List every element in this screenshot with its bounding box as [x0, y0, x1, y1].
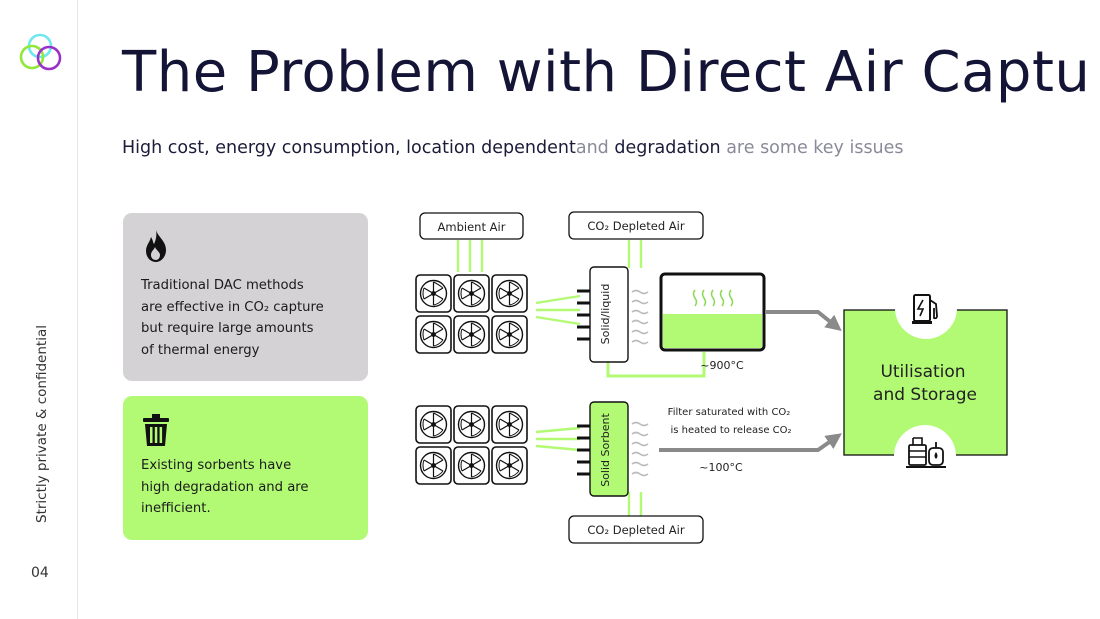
- confidential-label: Strictly private & confidential: [34, 325, 50, 523]
- card-thermal-energy: Traditional DAC methods are effective in…: [123, 213, 368, 381]
- logo-icon: [19, 33, 62, 71]
- airflow-lines-bottom: [535, 426, 643, 518]
- svg-text:Solid/liquid: Solid/liquid: [599, 284, 612, 345]
- flow-arrows: [659, 310, 842, 452]
- filter-note-line-2: is heated to release CO₂: [670, 425, 791, 436]
- card-thermal-line: Traditional DAC methods: [141, 278, 304, 293]
- page-subtitle: High cost, energy consumption, location …: [122, 138, 904, 158]
- svg-text:CO₂ Depleted Air: CO₂ Depleted Air: [587, 523, 684, 537]
- fan-array-bottom: [415, 405, 528, 485]
- co2-depleted-bottom-label: CO₂ Depleted Air: [568, 515, 704, 544]
- furnace-tank: [659, 272, 766, 352]
- co2-depleted-top-label: CO₂ Depleted Air: [568, 211, 704, 240]
- comb-connector-bottom: [577, 424, 591, 476]
- solid-liquid-panel: Solid/liquid: [589, 266, 629, 363]
- comb-connector-top: [577, 289, 591, 341]
- subtitle-part-2: and: [575, 138, 609, 158]
- svg-text:and Storage: and Storage: [873, 385, 977, 405]
- storage-tanks-icon: [894, 425, 956, 487]
- subtitle-part-3: degradation: [608, 138, 721, 158]
- heat-waves-bottom: [631, 421, 649, 477]
- fuel-pump-icon: [895, 277, 957, 339]
- subtitle-part-1: High cost, energy consumption, location …: [122, 138, 576, 158]
- svg-text:Ambient Air: Ambient Air: [438, 220, 506, 234]
- card-thermal-line: are effective in CO₂ capture: [141, 299, 324, 315]
- solid-sorbent-panel: Solid Sorbent: [589, 401, 629, 497]
- card-thermal-line: but require large amounts: [141, 321, 314, 336]
- card-degradation: Existing sorbents have high degradation …: [123, 396, 368, 540]
- card-degradation-line: inefficient.: [141, 501, 211, 516]
- sidebar: Strictly private & confidential 04: [0, 0, 78, 619]
- svg-text:CO₂ Depleted Air: CO₂ Depleted Air: [587, 219, 684, 233]
- temp-low-label: ~100°C: [699, 461, 743, 474]
- trash-icon: [143, 414, 169, 446]
- page-title: The Problem with Direct Air Captu: [122, 40, 1091, 105]
- card-degradation-line: high degradation and are: [141, 479, 309, 495]
- dac-process-diagram: Ambient Air CO₂ Depleted Air CO₂ Deplete…: [415, 211, 1008, 544]
- svg-text:Utilisation: Utilisation: [880, 362, 965, 382]
- fan-array-top: [415, 274, 528, 354]
- temp-high-label: ~900°C: [700, 359, 744, 372]
- heat-waves-top: [631, 289, 649, 345]
- airflow-lines-top: [456, 240, 706, 378]
- subtitle-part-4: are some key issues: [726, 138, 904, 158]
- page-number: 04: [31, 565, 49, 581]
- ambient-air-label: Ambient Air: [419, 212, 524, 240]
- svg-text:Solid Sorbent: Solid Sorbent: [599, 413, 612, 487]
- card-thermal-line: of thermal energy: [141, 342, 260, 358]
- filter-note-line-1: Filter saturated with CO₂: [668, 407, 791, 418]
- card-thermal-text: Traditional DAC methods are effective in…: [141, 275, 351, 361]
- card-degradation-line: Existing sorbents have: [141, 458, 292, 473]
- flame-icon: [146, 230, 166, 262]
- card-degradation-text: Existing sorbents have high degradation …: [141, 455, 351, 520]
